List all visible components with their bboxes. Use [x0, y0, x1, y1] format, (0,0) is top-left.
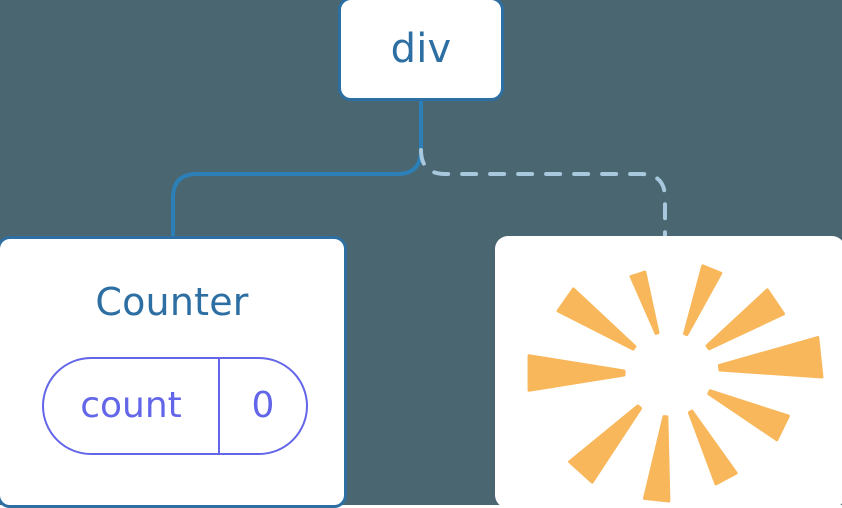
burst-ray-3	[707, 389, 790, 442]
node-div-label: div	[390, 26, 452, 72]
burst-ray-4	[687, 409, 738, 486]
state-pill-value: 0	[218, 359, 306, 453]
state-pill-count[interactable]: count 0	[42, 357, 308, 455]
node-render-burst[interactable]	[495, 236, 842, 508]
render-burst-icon	[527, 264, 824, 503]
burst-ray-7	[527, 354, 626, 392]
burst-ray-1	[705, 288, 786, 351]
node-div[interactable]: div	[338, 0, 504, 101]
burst-ray-2	[717, 336, 824, 379]
edge-div-to-burst	[419, 148, 667, 240]
burst-ray-5	[642, 415, 671, 503]
node-counter[interactable]: Counter count 0	[0, 236, 347, 508]
edge-div-to-counter	[171, 98, 423, 240]
burst-ray-0	[683, 264, 723, 337]
burst-ray-6	[568, 404, 643, 484]
burst-ray-8	[556, 287, 637, 351]
burst-ray-group	[527, 264, 824, 503]
state-pill-key: count	[80, 385, 182, 426]
node-counter-label: Counter	[95, 280, 249, 324]
burst-ray-9	[629, 270, 660, 335]
